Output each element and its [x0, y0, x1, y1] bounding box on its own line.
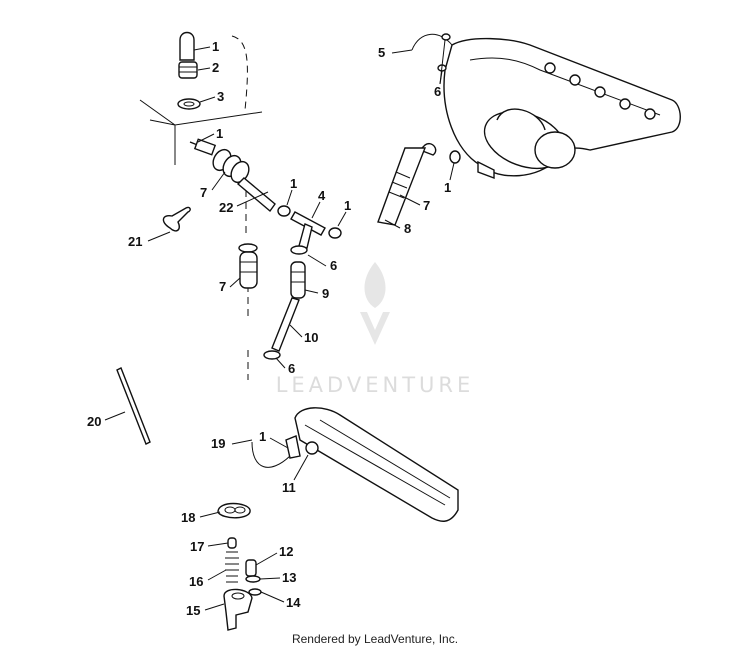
hose-segment-right	[377, 143, 437, 226]
callout-2: 2	[212, 60, 219, 75]
hose-segment-left	[238, 243, 258, 289]
callout-15: 15	[186, 603, 200, 618]
callout-17: 17	[190, 539, 204, 554]
callout-20: 20	[87, 414, 101, 429]
callout-11: 11	[282, 480, 296, 495]
fitting-stack-bottom	[217, 502, 262, 631]
tee-fitting	[290, 211, 342, 249]
dashed-guide-top	[231, 35, 248, 111]
watermark-text: LEADVENTURE	[276, 373, 475, 397]
footer-credit: Rendered by LeadVenture, Inc.	[291, 632, 459, 646]
callout-6: 6	[434, 84, 441, 99]
callout-4: 4	[318, 188, 326, 203]
callout-1: 1	[259, 429, 266, 444]
callout-6: 6	[330, 258, 337, 273]
callout-9: 9	[322, 286, 329, 301]
callout-19: 19	[211, 436, 225, 451]
hose-clamp	[162, 206, 191, 232]
callout-18: 18	[181, 510, 195, 525]
callout-13: 13	[282, 570, 296, 585]
watermark: LEADVENTURE	[276, 262, 475, 397]
callout-3: 3	[217, 89, 224, 104]
callout-1: 1	[290, 176, 297, 191]
hose-segment-center	[263, 245, 308, 360]
fuel-rail-lower	[251, 407, 459, 522]
callout-22: 22	[219, 200, 233, 215]
callout-14: 14	[286, 595, 301, 610]
callout-6: 6	[288, 361, 295, 376]
callout-1: 1	[212, 39, 219, 54]
callout-21: 21	[128, 234, 142, 249]
callout-10: 10	[304, 330, 318, 345]
callout-7: 7	[219, 279, 226, 294]
fuel-rail-upper	[411, 33, 681, 180]
bracket-outline	[139, 99, 263, 165]
fitting-stack-top	[177, 31, 201, 110]
callout-labels: 1 2 3 1 7 22 1 4 1 21 7 6 9 10 6 5 6 1 7…	[87, 39, 451, 618]
callout-1: 1	[216, 126, 223, 141]
filter-hose-assembly	[189, 138, 291, 217]
watermark-flame-icon	[360, 262, 390, 345]
callout-7: 7	[423, 198, 430, 213]
callout-5: 5	[378, 45, 385, 60]
callout-7: 7	[200, 185, 207, 200]
leader-lines	[104, 39, 455, 611]
callout-1: 1	[344, 198, 351, 213]
callout-1: 1	[444, 180, 451, 195]
callout-8: 8	[404, 221, 411, 236]
callout-12: 12	[279, 544, 293, 559]
dipstick	[116, 367, 151, 445]
callout-16: 16	[189, 574, 203, 589]
